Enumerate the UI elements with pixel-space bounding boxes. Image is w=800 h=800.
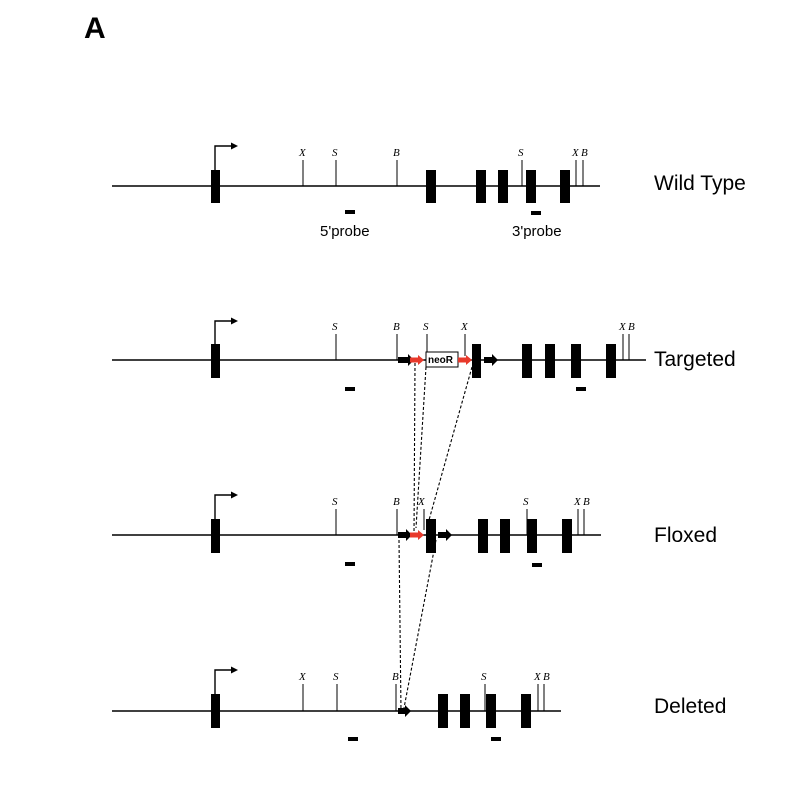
- floxed-site-label: B: [393, 496, 400, 508]
- connector-dashed-line: [415, 366, 427, 529]
- panel-label: A: [84, 12, 106, 45]
- deleted-site-label: B: [543, 671, 550, 683]
- floxed-row-label: Floxed: [654, 524, 717, 547]
- wild-type-exon-6: [560, 170, 570, 203]
- targeted-site-label: B: [628, 321, 635, 333]
- deleted-site-label: X: [298, 671, 307, 683]
- five-prime-probe-label: 5'probe: [320, 223, 370, 240]
- targeted-site-label: S: [423, 321, 429, 333]
- targeted-exon-2: [472, 344, 481, 378]
- targeted-row: neoR S B S X X B Targeted: [112, 317, 736, 391]
- deleted-row-label: Deleted: [654, 695, 726, 718]
- connector-dashed-line: [428, 366, 473, 521]
- connector-dashed-line: [403, 539, 437, 709]
- targeted-site-label: B: [393, 321, 400, 333]
- floxed-loxp-arrow-icon: [410, 530, 424, 540]
- floxed-site-label: S: [332, 496, 338, 508]
- deleted-exon-3: [460, 694, 470, 728]
- wild-type-promoter-arrowhead-icon: [231, 142, 238, 150]
- neoR-cassette-label: neoR: [428, 355, 454, 366]
- connector-dashed-line: [398, 539, 402, 712]
- deleted-frt-arrow-icon: [398, 705, 411, 717]
- targeted-site-label: X: [618, 321, 627, 333]
- deleted-exon-5: [521, 694, 531, 728]
- deleted-row: X S B S X B Deleted: [112, 666, 726, 741]
- wild-type-promoter-icon: [214, 145, 232, 170]
- targeted-site-label: X: [460, 321, 469, 333]
- deleted-exon-2: [438, 694, 448, 728]
- floxed-to-deleted-connectors: [398, 539, 437, 712]
- connector-dashed-line: [413, 362, 416, 536]
- wild-type-exon-2: [426, 170, 436, 203]
- deleted-exon-1: [211, 694, 220, 728]
- deleted-exon-4: [486, 694, 496, 728]
- wild-type-site-label: S: [518, 147, 524, 159]
- targeted-three-prime-probe-bar: [576, 387, 586, 391]
- floxed-row: S B X S X B Floxed: [112, 491, 717, 567]
- floxed-frt-arrow-icon: [438, 529, 452, 541]
- floxed-promoter-icon: [214, 494, 232, 519]
- floxed-site-label: B: [583, 496, 590, 508]
- three-prime-probe-label: 3'probe: [512, 223, 562, 240]
- floxed-three-prime-probe-bar: [532, 563, 542, 567]
- wild-type-site-label: X: [298, 147, 307, 159]
- floxed-exon-4: [500, 519, 510, 553]
- wild-type-site-label: X: [571, 147, 580, 159]
- targeted-row-label: Targeted: [654, 348, 736, 371]
- floxed-frt-arrow-icon: [398, 529, 412, 541]
- floxed-promoter-arrowhead-icon: [231, 491, 238, 499]
- targeted-site-label: S: [332, 321, 338, 333]
- wild-type-site-label: B: [581, 147, 588, 159]
- floxed-exon-3: [478, 519, 488, 553]
- floxed-exon-6: [562, 519, 572, 553]
- deleted-five-prime-probe-bar: [348, 737, 358, 741]
- wild-type-row-label: Wild Type: [654, 172, 746, 195]
- deleted-promoter-icon: [214, 669, 232, 694]
- targeted-frt-arrow-icon: [398, 354, 414, 366]
- deleted-promoter-arrowhead-icon: [231, 666, 238, 674]
- floxed-site-label: S: [523, 496, 529, 508]
- targeted-five-prime-probe-bar: [345, 387, 355, 391]
- targeted-frt-arrow-icon: [484, 354, 498, 366]
- deleted-site-label: B: [392, 671, 399, 683]
- floxed-site-label: X: [573, 496, 582, 508]
- targeted-exon-6: [606, 344, 616, 378]
- deleted-site-label: X: [533, 671, 542, 683]
- floxed-exon-5: [527, 519, 537, 553]
- targeted-exon-4: [545, 344, 555, 378]
- floxed-site-label: X: [417, 496, 426, 508]
- deleted-site-label: S: [333, 671, 339, 683]
- targeted-promoter-icon: [214, 320, 232, 344]
- five-prime-probe-bar: [345, 210, 355, 214]
- targeted-loxp-arrow-icon: [458, 355, 472, 365]
- wild-type-exon-1: [211, 170, 220, 203]
- wild-type-row: X S B S X B 5'probe 3'probe Wild Type: [112, 142, 746, 240]
- floxed-exon-1: [211, 519, 220, 553]
- targeted-promoter-arrowhead-icon: [231, 317, 238, 325]
- wild-type-exon-3: [476, 170, 486, 203]
- wild-type-exon-5: [526, 170, 536, 203]
- targeted-exon-1: [211, 344, 220, 378]
- three-prime-probe-bar: [531, 211, 541, 215]
- floxed-exon-2: [426, 519, 436, 553]
- targeted-exon-5: [571, 344, 581, 378]
- floxed-five-prime-probe-bar: [345, 562, 355, 566]
- wild-type-site-label: B: [393, 147, 400, 159]
- wild-type-exon-4: [498, 170, 508, 203]
- targeted-to-floxed-connectors: [413, 362, 473, 536]
- targeted-exon-3: [522, 344, 532, 378]
- wild-type-site-label: S: [332, 147, 338, 159]
- deleted-site-label: S: [481, 671, 487, 683]
- deleted-three-prime-probe-bar: [491, 737, 501, 741]
- targeted-loxp-arrow-icon: [410, 355, 424, 365]
